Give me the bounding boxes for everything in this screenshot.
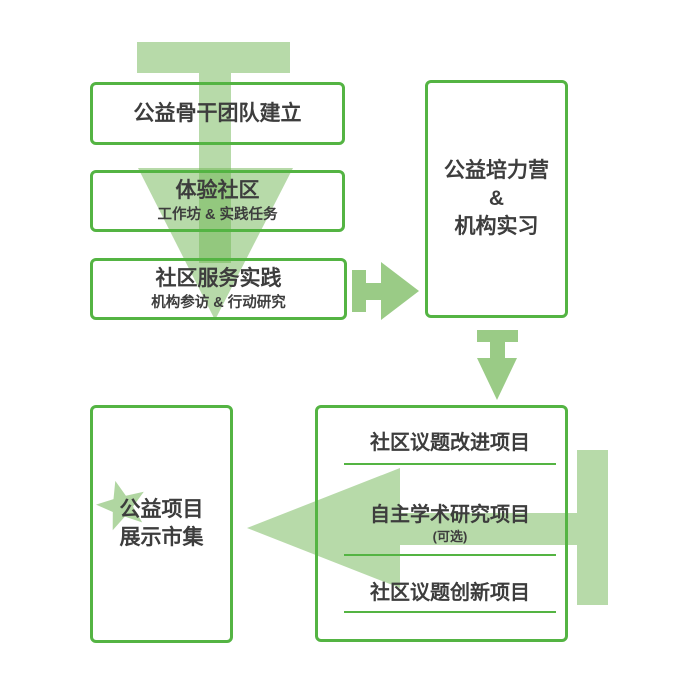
project-item-innovation-title: 社区议题创新项目 bbox=[370, 582, 530, 604]
project-item-improvement-title: 社区议题改进项目 bbox=[370, 432, 530, 454]
box-community-service-subtitle: 机构参访 & 行动研究 bbox=[151, 294, 286, 311]
project-item-research-note: (可选) bbox=[432, 529, 468, 544]
box-training-camp-line2: & bbox=[488, 187, 505, 210]
box-community-experience: 体验社区 工作坊 & 实践任务 bbox=[90, 170, 345, 232]
project-item-improvement: 社区议题改进项目 bbox=[344, 430, 556, 465]
box-team-building-title: 公益骨干团队建立 bbox=[133, 101, 302, 125]
project-item-research-title: 自主学术研究项目 bbox=[370, 504, 530, 526]
box-projects: 社区议题改进项目 自主学术研究项目 (可选) 社区议题创新项目 bbox=[315, 405, 568, 642]
down-arrow-icon bbox=[477, 330, 518, 400]
box-training-camp-line1: 公益培力营 bbox=[444, 159, 549, 182]
box-training-camp-line3: 机构实习 bbox=[454, 215, 539, 238]
right-arrow-icon bbox=[352, 262, 419, 320]
box-community-experience-title: 体验社区 bbox=[175, 178, 260, 202]
box-community-service: 社区服务实践 机构参访 & 行动研究 bbox=[90, 258, 347, 320]
funnel-arrow-stem bbox=[137, 42, 290, 263]
box-showcase-market-line2: 展示市集 bbox=[119, 526, 204, 549]
project-item-research: 自主学术研究项目 (可选) bbox=[344, 502, 556, 556]
box-showcase-market-line1: 公益项目 bbox=[119, 498, 204, 521]
project-item-innovation: 社区议题创新项目 bbox=[344, 580, 556, 613]
funnel-arrow-head bbox=[138, 168, 293, 320]
box-community-experience-subtitle: 工作坊 & 实践任务 bbox=[157, 206, 278, 223]
large-left-arrow bbox=[247, 450, 608, 605]
box-team-building: 公益骨干团队建立 bbox=[90, 82, 345, 145]
box-training-camp: 公益培力营 & 机构实习 bbox=[425, 80, 568, 318]
box-showcase-market: 公益项目 展示市集 bbox=[90, 405, 233, 643]
star-icon bbox=[96, 480, 144, 531]
box-community-service-title: 社区服务实践 bbox=[155, 266, 282, 290]
